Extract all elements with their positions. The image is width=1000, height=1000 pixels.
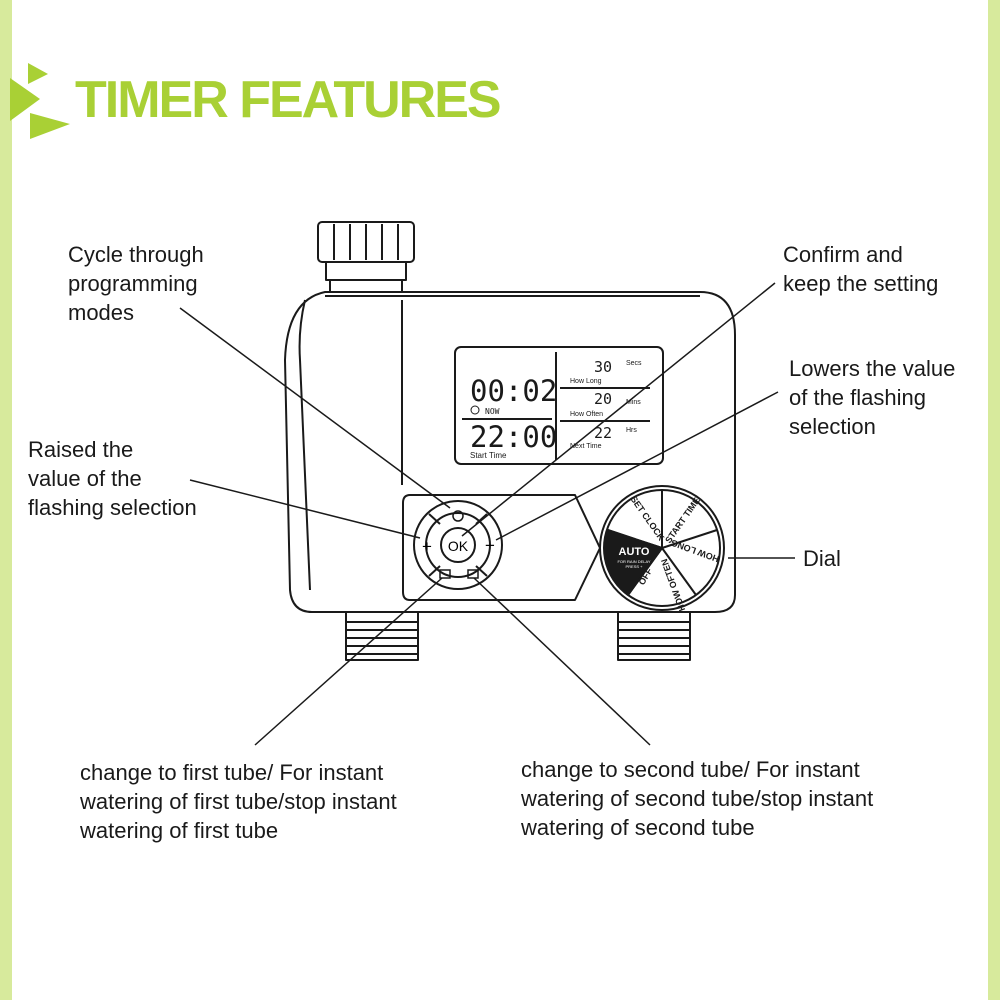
lcd-start-label: Start Time <box>470 451 507 460</box>
lcd-now-label: NOW <box>485 407 500 416</box>
callout-dial: Dial <box>803 546 841 571</box>
callout-confirm: Confirm and keep the setting <box>783 242 939 296</box>
left-border-stripe <box>0 0 12 1000</box>
callout-lower-value: Lowers the value of the flashing selecti… <box>789 356 956 439</box>
lcd-how-long-unit: Secs <box>626 360 642 367</box>
second-tube-button[interactable] <box>467 569 479 579</box>
leader-lines <box>179 282 795 746</box>
lcd-how-often-label: How Often <box>570 411 603 418</box>
lcd-how-long-label: How Long <box>570 378 602 385</box>
lcd-how-often-value: 20 <box>594 390 612 408</box>
lcd-how-long-value: 30 <box>594 358 612 376</box>
lcd-next-time-label: Next Time <box>570 443 602 450</box>
callout-second-tube: change to second tube/ For instant water… <box>521 757 874 840</box>
callout-cycle-modes: Cycle through programming modes <box>68 242 204 325</box>
lcd-next-time-unit: Hrs <box>626 427 637 434</box>
plus-button[interactable]: + <box>422 537 432 556</box>
right-border-stripe <box>988 0 1000 1000</box>
lcd-how-often-unit: Mins <box>626 399 641 406</box>
lcd-start-time: 22:00 <box>470 420 557 454</box>
page-title: TIMER FEATURES <box>75 71 502 129</box>
lcd-screen <box>454 346 664 465</box>
clock-icon <box>470 405 480 415</box>
second-outlet <box>617 611 691 661</box>
auto-segment <box>603 529 663 596</box>
faucet-connector <box>317 221 415 297</box>
first-tube-button[interactable] <box>439 569 451 579</box>
first-outlet <box>345 611 419 661</box>
minus-button[interactable]: − <box>485 536 495 555</box>
callout-raise-value: Raised the value of the flashing selecti… <box>28 437 197 520</box>
lcd-now-time: 00:02 <box>470 374 557 408</box>
lcd-next-time-value: 22 <box>594 424 612 442</box>
ok-button-label[interactable]: OK <box>448 538 469 554</box>
dial-auto: AUTO <box>619 546 650 558</box>
callout-first-tube: change to first tube/ For instant wateri… <box>80 760 397 843</box>
ok-button[interactable] <box>440 527 476 563</box>
play-arrows-icon <box>10 63 70 139</box>
mode-button[interactable] <box>452 510 464 522</box>
